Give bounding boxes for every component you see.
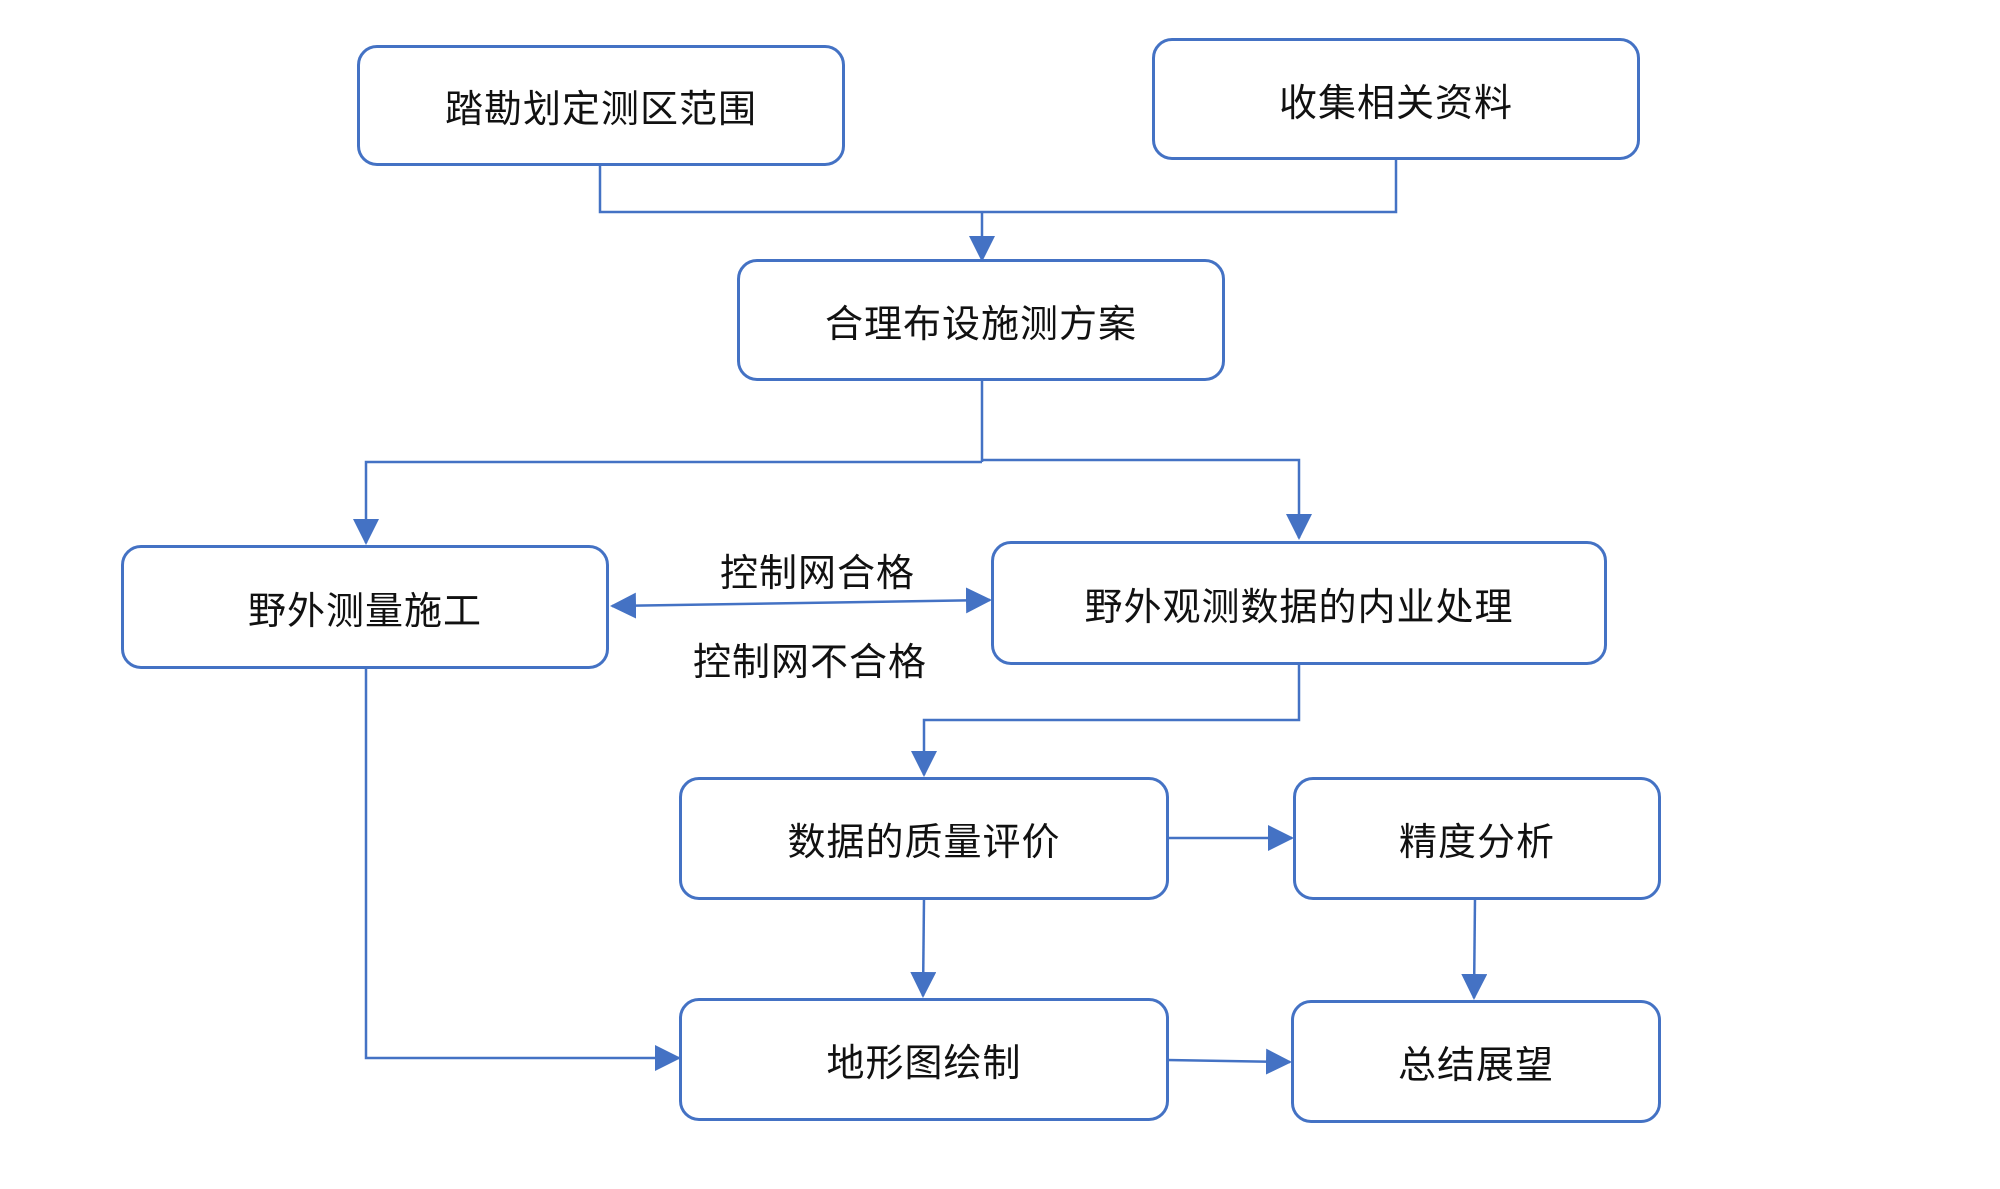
connector-survey-to-plan (598, 163, 982, 214)
arrow-process-to-quality (911, 663, 1301, 777)
connector-collect-to-plan (982, 158, 1398, 214)
node-field: 野外测量施工 (121, 545, 609, 669)
arrow-plan-to-field (353, 460, 982, 545)
arrow-field-to-mapping (364, 668, 681, 1071)
arrow-plan-to-process (982, 458, 1312, 540)
arrow-mapping-to-summary (1166, 1048, 1292, 1075)
node-process: 野外观测数据的内业处理 (991, 541, 1607, 665)
node-mapping: 地形图绘制 (679, 998, 1169, 1121)
node-summary: 总结展望 (1291, 1000, 1661, 1123)
node-plan: 合理布设施测方案 (737, 259, 1225, 381)
node-collect: 收集相关资料 (1152, 38, 1640, 160)
node-quality: 数据的质量评价 (679, 777, 1169, 900)
arrow-field-process-bidirectional (610, 587, 992, 619)
edge-label-fail: 控制网不合格 (693, 640, 928, 684)
node-survey: 踏勘划定测区范围 (357, 45, 845, 166)
node-accuracy: 精度分析 (1293, 777, 1661, 900)
edge-label-pass: 控制网合格 (720, 551, 916, 595)
arrow-accuracy-to-summary (1461, 897, 1488, 1000)
arrow-quality-to-mapping (910, 897, 937, 998)
